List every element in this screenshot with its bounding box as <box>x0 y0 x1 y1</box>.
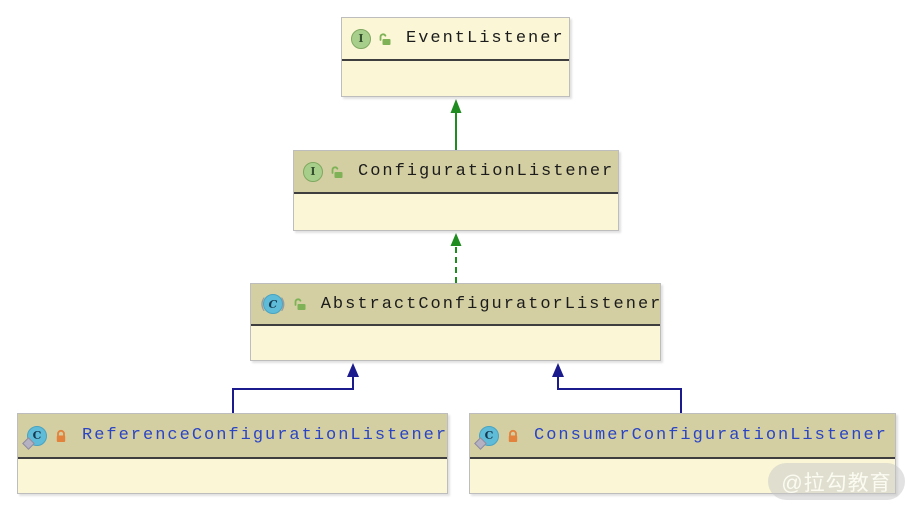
extends-arrow-referenceconfigurationlistener-to-abstractconfiguratorlistener[interactable] <box>232 363 359 413</box>
class-icon: C <box>474 425 499 450</box>
node-header: ( C ) AbstractConfiguratorListener <box>251 284 660 326</box>
class-icon: C <box>262 294 283 314</box>
node-header: I EventListener <box>342 18 569 61</box>
node-header: C ReferenceConfigurationListener <box>18 414 447 459</box>
node-title: ConsumerConfigurationListener <box>534 426 888 445</box>
node-title: ConfigurationListener <box>358 162 615 181</box>
interface-icon-letter: I <box>310 165 316 178</box>
node-title: ReferenceConfigurationListener <box>82 426 449 445</box>
node-title: EventListener <box>406 29 565 48</box>
open-lock-icon <box>294 298 306 310</box>
class-icon: C <box>22 425 47 450</box>
extends-arrow-configurationlistener-to-eventlistener[interactable] <box>450 99 462 150</box>
interface-icon-letter: I <box>358 32 364 45</box>
open-lock-icon <box>331 165 343 178</box>
watermark-badge: @拉勾教育 <box>768 463 905 500</box>
closed-lock-icon <box>56 429 66 442</box>
node-title: AbstractConfiguratorListener <box>320 294 663 314</box>
implements-arrow-abstractconfiguratorlistener-to-configurationlistener[interactable] <box>450 233 462 283</box>
class-icon-letter: C <box>484 429 494 442</box>
class-icon-letter: C <box>268 297 278 311</box>
uml-node-eventlistener[interactable]: I EventListener <box>341 17 570 97</box>
abstract-class-icon: ( C ) <box>260 294 286 314</box>
open-lock-icon <box>379 32 391 45</box>
node-header: I ConfigurationListener <box>294 151 618 194</box>
interface-icon: I <box>303 161 323 182</box>
uml-node-abstractconfiguratorlistener[interactable]: ( C ) AbstractConfiguratorListener <box>250 283 661 361</box>
extends-arrow-consumerconfigurationlistener-to-abstractconfiguratorlistener[interactable] <box>552 363 682 413</box>
closed-lock-icon <box>508 429 518 442</box>
class-icon-letter: C <box>32 429 42 442</box>
uml-node-referenceconfigurationlistener[interactable]: C ReferenceConfigurationListener <box>17 413 448 494</box>
uml-node-consumerconfigurationlistener[interactable]: C ConsumerConfigurationListener <box>469 413 896 494</box>
uml-node-configurationlistener[interactable]: I ConfigurationListener <box>293 150 619 231</box>
interface-icon: I <box>351 28 371 49</box>
node-header: C ConsumerConfigurationListener <box>470 414 895 459</box>
